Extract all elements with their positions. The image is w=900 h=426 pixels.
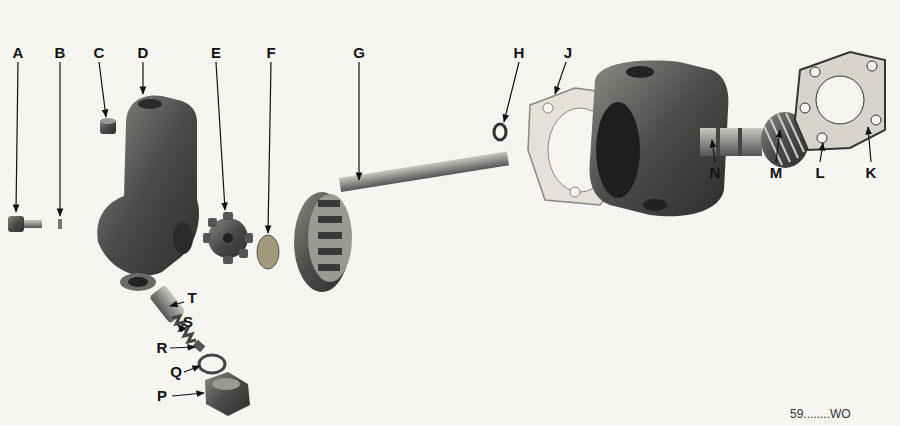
callout-letter: F: [266, 45, 275, 60]
washer: [494, 124, 506, 140]
callout-letter: E: [211, 45, 221, 60]
callout-letter: S: [183, 314, 193, 329]
callout-letter: M: [770, 165, 783, 180]
inner-rotor: [203, 212, 253, 264]
callout-letter: B: [55, 45, 66, 60]
relief-valve-parts: [149, 285, 250, 416]
valve-disc: [257, 235, 279, 269]
callout-letter: H: [514, 45, 525, 60]
pump-cover: [97, 95, 199, 291]
mounting-gasket: [795, 52, 885, 150]
callout-letter: D: [138, 45, 149, 60]
callout-letter: C: [94, 45, 105, 60]
callout-letter: K: [866, 165, 877, 180]
callout-letter: A: [13, 45, 24, 60]
cap-screw: [8, 216, 42, 232]
callout-letter: J: [564, 45, 572, 60]
callout-letter: P: [157, 388, 167, 403]
callout-letter: T: [187, 290, 196, 305]
callout-letter: G: [353, 45, 365, 60]
callout-letter: L: [815, 165, 824, 180]
pipe-plug: [100, 118, 116, 134]
figure-number: 59........WO: [790, 408, 851, 420]
drive-shaft: [700, 128, 762, 156]
leader-lines: [16, 62, 871, 396]
callout-letter: R: [157, 340, 168, 355]
callout-letter: N: [710, 165, 721, 180]
callout-letter: Q: [170, 364, 182, 379]
lock-pin: [58, 219, 62, 229]
rotor-shaft: [294, 151, 509, 292]
